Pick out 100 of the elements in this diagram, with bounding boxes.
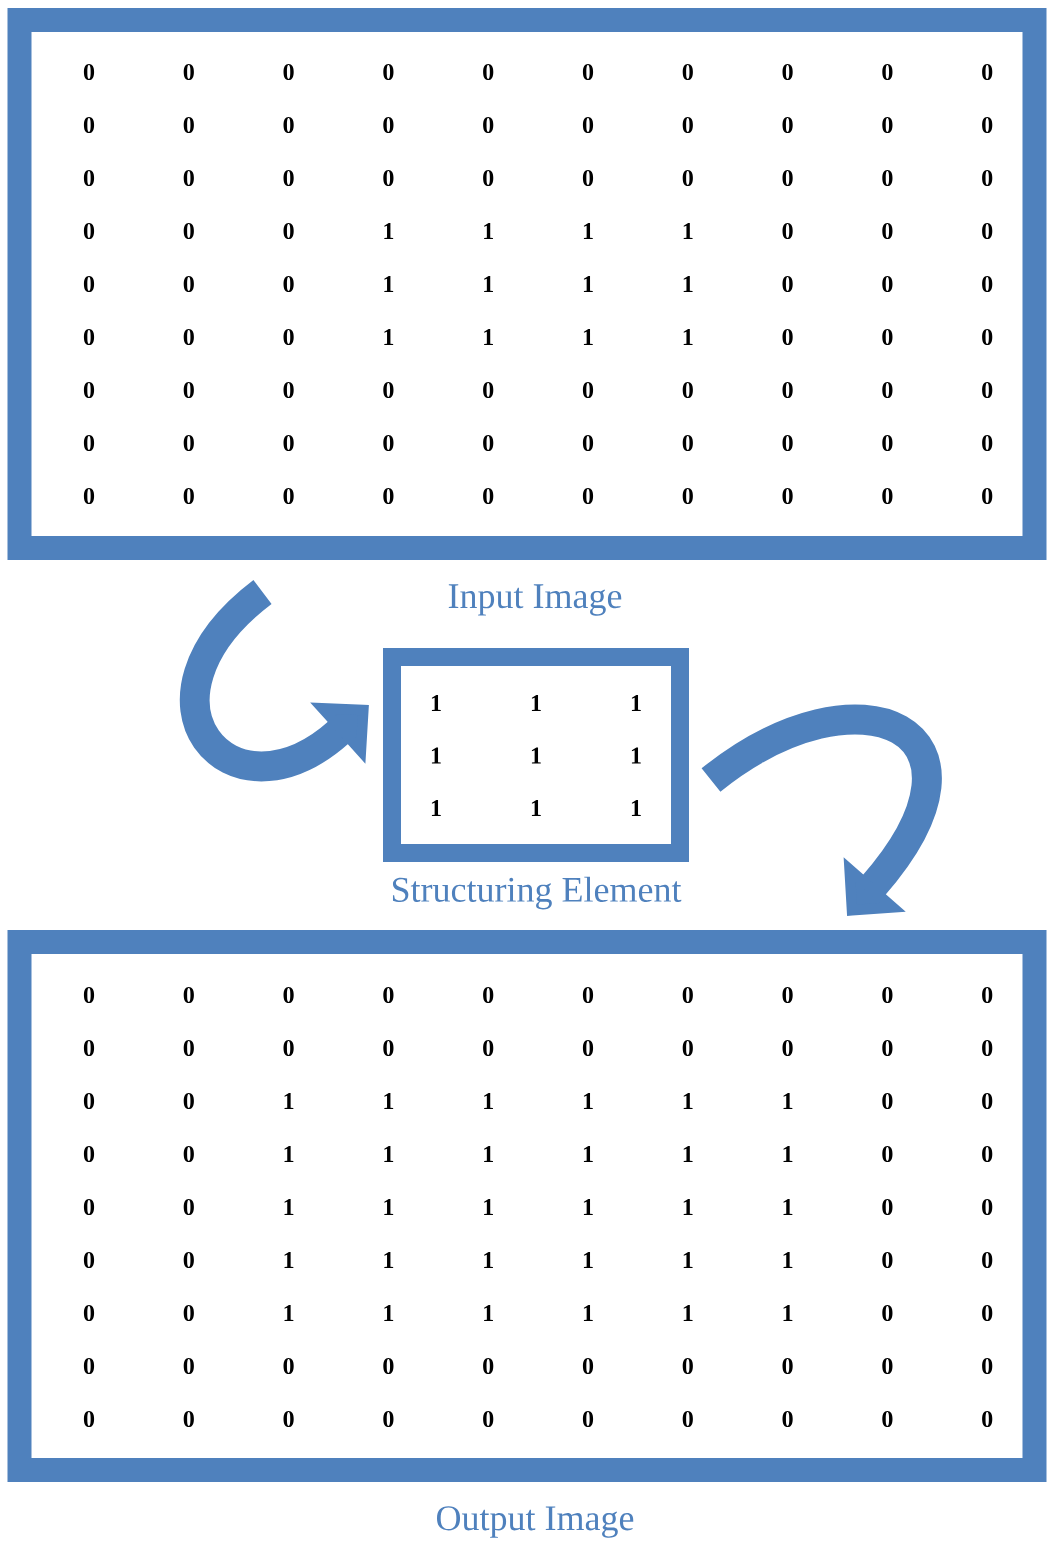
matrix-value: 0: [283, 63, 294, 81]
matrix-value: 0: [83, 434, 95, 452]
matrix-value: 1: [583, 223, 593, 239]
matrix-value: 1: [783, 1252, 793, 1268]
matrix-value: 0: [682, 1410, 693, 1428]
matrix-value: 0: [882, 63, 893, 81]
matrix-value: 0: [283, 222, 294, 240]
matrix-box: [7, 930, 1047, 1482]
matrix-value: 1: [484, 1252, 493, 1268]
matrix-value: 0: [383, 434, 394, 452]
matrix-value: 0: [283, 275, 294, 293]
matrix-value: 0: [882, 169, 893, 187]
matrix-value: 0: [183, 381, 194, 399]
matrix-value: 0: [582, 487, 594, 505]
matrix-value: 0: [183, 1410, 194, 1428]
matrix-value: 0: [183, 1092, 194, 1110]
matrix-value: 0: [582, 381, 594, 399]
matrix-value: 0: [183, 986, 194, 1004]
matrix-value: 0: [882, 1198, 893, 1216]
matrix-value: 0: [483, 63, 494, 81]
matrix-value: 0: [83, 1092, 95, 1110]
matrix-value: 1: [431, 800, 441, 816]
matrix-value: 0: [383, 1410, 394, 1428]
matrix-value: 0: [682, 487, 693, 505]
matrix-value: 1: [484, 1146, 493, 1162]
matrix-value: 0: [882, 116, 893, 134]
matrix-value: 0: [483, 487, 494, 505]
matrix-value: 1: [683, 1146, 693, 1162]
matrix-value: 0: [83, 1251, 95, 1269]
matrix-value: 1: [384, 1093, 394, 1109]
matrix-value: 0: [882, 275, 893, 293]
matrix-value: 1: [583, 1199, 593, 1215]
matrix-box: [383, 648, 689, 862]
matrix-value: 0: [83, 222, 95, 240]
matrix-value: 1: [583, 1305, 593, 1321]
matrix-value: 0: [383, 1039, 394, 1057]
matrix-value: 0: [183, 328, 194, 346]
matrix-value: 0: [782, 275, 793, 293]
matrix-box: [7, 8, 1047, 560]
matrix-value: 0: [882, 1410, 893, 1428]
matrix-value: 0: [283, 169, 294, 187]
matrix-value: 1: [384, 1252, 394, 1268]
matrix-value: 0: [882, 986, 893, 1004]
matrix-value: 0: [982, 986, 993, 1004]
matrix-value: 0: [782, 434, 793, 452]
matrix-value: 0: [782, 1357, 793, 1375]
matrix-value: 0: [582, 1039, 594, 1057]
matrix-value: 0: [982, 169, 993, 187]
matrix-value: 0: [183, 1145, 194, 1163]
matrix-value: 0: [582, 116, 594, 134]
matrix-value: 1: [683, 223, 693, 239]
matrix-value: 0: [982, 328, 993, 346]
matrix-value: 0: [283, 1357, 294, 1375]
matrix-value: 0: [682, 1357, 693, 1375]
matrix-value: 1: [384, 1305, 394, 1321]
matrix-value: 1: [484, 1199, 493, 1215]
matrix-value: 1: [484, 1305, 493, 1321]
matrix-value: 0: [183, 63, 194, 81]
matrix-value: 0: [83, 487, 95, 505]
matrix-value: 0: [982, 381, 993, 399]
heading: Output Image: [437, 1506, 634, 1538]
matrix-value: 0: [782, 1039, 793, 1057]
matrix-value: 0: [782, 986, 793, 1004]
matrix-value: 0: [682, 381, 693, 399]
matrix-value: 0: [183, 275, 194, 293]
matrix-value: 1: [431, 695, 441, 711]
matrix-value: 0: [183, 434, 194, 452]
matrix-value: 0: [183, 1039, 194, 1057]
matrix-value: 0: [582, 1410, 594, 1428]
matrix-value: 1: [384, 276, 394, 292]
matrix-value: 0: [982, 1357, 993, 1375]
matrix-value: 0: [183, 169, 194, 187]
matrix-value: 0: [982, 1145, 993, 1163]
matrix-value: 1: [384, 1199, 394, 1215]
matrix-value: 0: [682, 986, 693, 1004]
matrix-value: 0: [183, 222, 194, 240]
matrix-value: 0: [483, 986, 494, 1004]
matrix-value: 1: [484, 1093, 493, 1109]
matrix-value: 0: [982, 487, 993, 505]
matrix-value: 1: [683, 1305, 693, 1321]
matrix-value: 0: [183, 1198, 194, 1216]
matrix-value: 1: [683, 329, 693, 345]
matrix-value: 0: [83, 1304, 95, 1322]
matrix-value: 0: [582, 1357, 594, 1375]
matrix-value: 0: [383, 169, 394, 187]
matrix-value: 0: [383, 1357, 394, 1375]
matrix-value: 0: [982, 1198, 993, 1216]
matrix-value: 0: [682, 169, 693, 187]
matrix-value: 1: [783, 1199, 793, 1215]
matrix-value: 0: [183, 1251, 194, 1269]
matrix-value: 0: [982, 1251, 993, 1269]
matrix-value: 1: [631, 695, 641, 711]
matrix-value: 0: [882, 1357, 893, 1375]
matrix-value: 0: [582, 434, 594, 452]
matrix-value: 0: [582, 169, 594, 187]
matrix-value: 1: [783, 1305, 793, 1321]
matrix-value: 0: [83, 116, 95, 134]
matrix-value: 0: [882, 1145, 893, 1163]
matrix-value: 0: [483, 169, 494, 187]
matrix-value: 0: [682, 116, 693, 134]
